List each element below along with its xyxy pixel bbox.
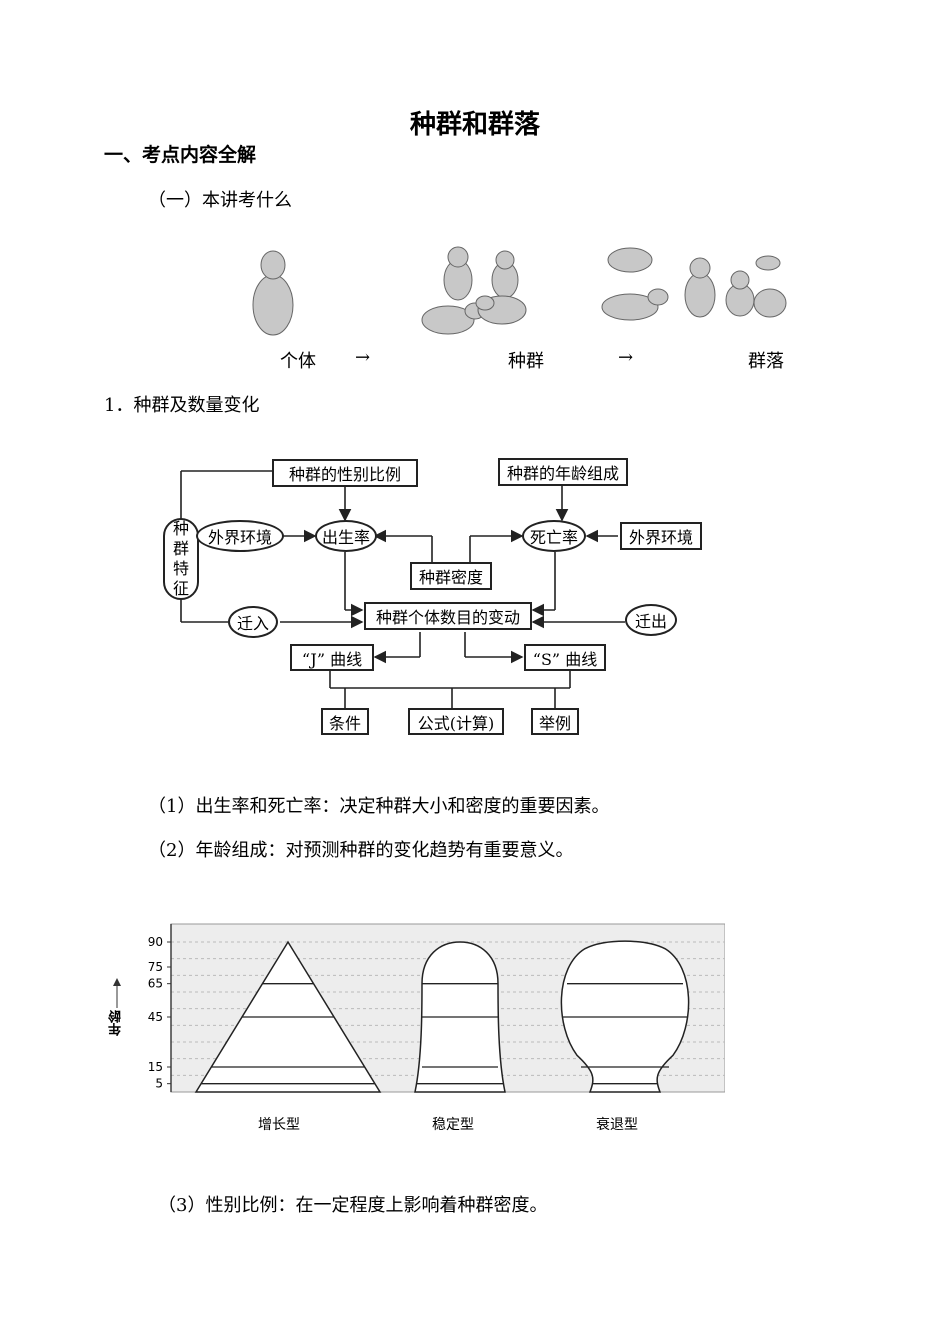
- oval-environment-left: 外界环境: [196, 520, 284, 552]
- oval-immigration: 迁入: [228, 606, 278, 638]
- arrow-1: →: [355, 347, 371, 368]
- box-population-change: 种群个体数目的变动: [364, 602, 532, 630]
- section-heading: 一、考点内容全解: [104, 144, 257, 166]
- box-j-curve: “J” 曲线: [290, 644, 374, 671]
- label-growth: 增长型: [258, 1117, 300, 1133]
- char-1: 种: [172, 519, 189, 538]
- label-community: 群落: [748, 351, 784, 372]
- box-sex-ratio: 种群的性别比例: [272, 459, 418, 487]
- box-age-structure: 种群的年龄组成: [498, 458, 628, 486]
- age-structure-svg: 5 15 45 65 75 90: [148, 923, 726, 1093]
- y-tick-label: 75: [148, 960, 163, 974]
- oval-birth-rate: 出生率: [315, 520, 377, 552]
- y-axis-label: 年龄: [109, 1010, 124, 1036]
- y-tick-label: 15: [148, 1060, 163, 1074]
- box-formula: 公式(计算): [408, 708, 504, 735]
- box-example: 举例: [531, 708, 579, 735]
- label-stable: 稳定型: [432, 1117, 474, 1133]
- oval-death-rate: 死亡率: [522, 520, 586, 552]
- box-condition: 条件: [321, 708, 369, 735]
- animal-illustrations: [252, 246, 787, 336]
- concept-map-connectors: [180, 470, 625, 708]
- char-4: 征: [172, 579, 189, 598]
- arrow-2: →: [618, 347, 634, 368]
- y-axis-arrow-icon: [113, 978, 121, 1008]
- char-3: 特: [172, 559, 189, 578]
- char-2: 群: [172, 539, 189, 558]
- point-3: （3）性别比例：在一定程度上影响着种群密度。: [158, 1195, 548, 1216]
- point-1: （1）出生率和死亡率：决定种群大小和密度的重要因素。: [148, 796, 610, 817]
- box-s-curve: “S” 曲线: [524, 644, 606, 671]
- y-tick-label: 65: [148, 977, 163, 991]
- subsection-heading: （一）本讲考什么: [148, 190, 292, 211]
- oval-population-characteristics: 种 群 特 征: [163, 518, 199, 600]
- page-title: 种群和群落: [409, 110, 540, 140]
- y-axis-ticks: 5 15 45 65 75 90: [148, 935, 171, 1091]
- community-animals-icon: [601, 247, 787, 321]
- oval-emigration: 迁出: [625, 604, 677, 636]
- y-tick-label: 90: [148, 935, 163, 949]
- age-structure-chart: 5 15 45 65 75 90 年龄: [105, 918, 726, 1098]
- pyramid-shapes: [194, 940, 690, 1093]
- label-population: 种群: [508, 351, 544, 372]
- population-animals-icon: [421, 246, 527, 335]
- individual-animal-icon: [252, 250, 294, 336]
- point-2: （2）年龄组成：对预测种群的变化趋势有重要意义。: [148, 840, 574, 861]
- y-tick-label: 5: [155, 1077, 163, 1091]
- section-population: 1．种群及数量变化: [104, 395, 260, 416]
- label-decline: 衰退型: [596, 1117, 638, 1133]
- label-individual: 个体: [280, 351, 316, 372]
- box-population-density: 种群密度: [410, 562, 492, 590]
- box-environment-right: 外界环境: [620, 522, 702, 550]
- y-tick-label: 45: [148, 1010, 163, 1024]
